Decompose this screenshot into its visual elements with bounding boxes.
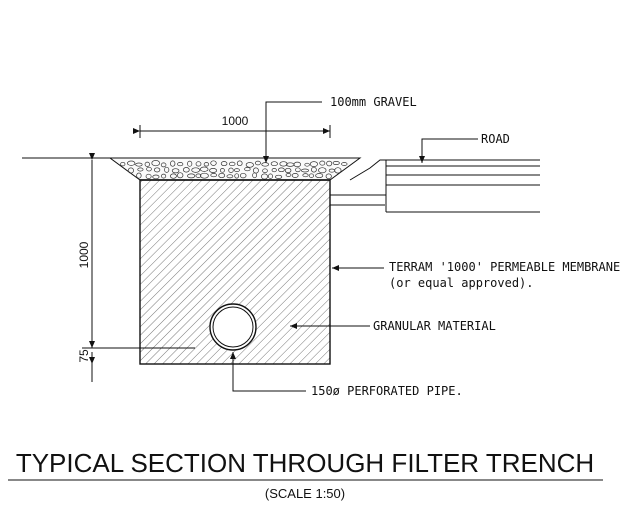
depth-dimension-label: 1000 (77, 241, 91, 268)
gravel-layer (108, 157, 362, 181)
gravel-stone (275, 174, 283, 179)
gravel-stone (245, 162, 254, 168)
gravel-stone (209, 168, 218, 173)
gravel-stone (144, 161, 150, 167)
gravel-stone (199, 166, 209, 172)
width-dimension-label: 1000 (222, 114, 249, 128)
gravel-stone (293, 161, 302, 168)
gravel-stone (318, 167, 327, 174)
gravel-stone (252, 172, 257, 179)
gravel-stone (203, 162, 210, 167)
membrane-label-line1: TERRAM '1000' PERMEABLE MEMBRANE (389, 260, 620, 274)
gravel-stone (285, 173, 292, 177)
gravel-stone (309, 161, 318, 167)
gravel-stone (244, 167, 251, 172)
gravel-stone (234, 173, 240, 179)
gravel-stone (164, 166, 170, 173)
gravel-stone (127, 167, 134, 174)
gravel-stone (308, 173, 314, 178)
perforated-pipe (209, 303, 257, 351)
gravel-stone (145, 173, 152, 179)
depth-dimension: 1000 (77, 153, 120, 348)
gravel-stone (334, 167, 342, 174)
gravel-stone (153, 167, 161, 173)
gravel-stone (169, 173, 177, 179)
road-label: ROAD (481, 132, 510, 146)
gravel-stone (191, 167, 201, 173)
gravel-stone (271, 168, 277, 173)
gravel-stone (210, 160, 217, 166)
gravel-stone (239, 172, 247, 179)
gravel-stone (278, 167, 285, 173)
gravel-stone (319, 160, 326, 166)
gravel-stone (236, 160, 243, 167)
gravel-stone (177, 172, 184, 179)
gravel-stone (152, 174, 160, 180)
gravel-stone (270, 161, 278, 167)
bedding-dimension-label: 75 (77, 349, 91, 363)
gravel-stone (325, 173, 332, 180)
gravel-stone (315, 173, 324, 179)
gravel-stone (120, 161, 126, 167)
pipe-label: 150ø PERFORATED PIPE. (311, 384, 463, 398)
gravel-stone (187, 173, 196, 179)
bedding-dimension: 75 (77, 347, 195, 382)
gravel-stone (160, 162, 167, 168)
gravel-stone (218, 172, 226, 179)
gravel-stone (332, 161, 340, 165)
gravel-stone (210, 173, 217, 178)
gravel-stone (171, 168, 180, 174)
road-kerb (329, 159, 540, 213)
pipe-leader: 150ø PERFORATED PIPE. (230, 352, 463, 398)
width-dimension: 1000 (133, 114, 331, 138)
gravel-stone (261, 173, 268, 180)
gravel-stone (254, 160, 261, 166)
granular-label: GRANULAR MATERIAL (373, 319, 496, 333)
gravel-stone (182, 167, 190, 173)
gravel-label: 100mm GRAVEL (330, 95, 417, 109)
gravel-stone (233, 168, 240, 172)
membrane-label-line2: (or equal approved). (389, 276, 534, 290)
gravel-stone (268, 173, 273, 179)
gravel-stone (161, 173, 167, 179)
gravel-stone (136, 172, 142, 179)
gravel-stone (311, 166, 317, 173)
gravel-stone (146, 166, 152, 172)
gravel-stone (200, 172, 209, 179)
road-leader: ROAD (419, 132, 510, 163)
gravel-stone (326, 160, 333, 167)
gravel-stone (187, 160, 193, 167)
gravel-stone (195, 173, 202, 178)
gravel-stone (170, 160, 176, 167)
membrane-leader: TERRAM '1000' PERMEABLE MEMBRANE (or equ… (332, 260, 620, 290)
granular-leader: GRANULAR MATERIAL (290, 319, 496, 333)
gravel-stone (151, 160, 160, 167)
gravel-stone (228, 167, 234, 173)
gravel-leader: 100mm GRAVEL (263, 95, 417, 163)
drawing-scale: (SCALE 1:50) (265, 486, 345, 501)
gravel-stone (177, 162, 184, 167)
gravel-stone (226, 174, 234, 179)
gravel-stone (341, 162, 348, 166)
gravel-stone (300, 168, 310, 173)
gravel-stone (220, 161, 228, 167)
gravel-stone (291, 173, 299, 178)
gravel-stone (295, 167, 301, 173)
gravel-stone (262, 168, 268, 173)
gravel-stone (302, 173, 309, 178)
drawing-title: TYPICAL SECTION THROUGH FILTER TRENCH (16, 448, 594, 478)
gravel-stone (135, 162, 143, 167)
gravel-stone (195, 161, 202, 167)
gravel-stone (137, 167, 144, 172)
gravel-stone (304, 162, 310, 167)
gravel-stone (279, 161, 288, 167)
gravel-stone (219, 168, 225, 173)
gravel-stone (284, 167, 292, 174)
gravel-stone (127, 160, 136, 166)
gravel-stone (228, 161, 236, 167)
